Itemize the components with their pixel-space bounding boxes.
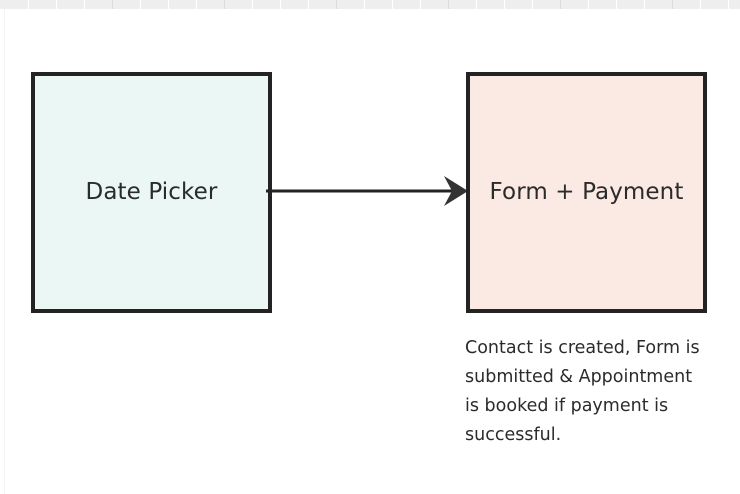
ruler-tick [392, 0, 393, 9]
ruler-tick [504, 0, 505, 9]
ruler-tick [364, 0, 365, 9]
ruler-tick [420, 0, 421, 9]
flowchart-node-form-payment[interactable]: Form + Payment [466, 72, 707, 313]
ruler-tick [112, 0, 113, 9]
ruler-tick [196, 0, 197, 9]
ruler-tick [168, 0, 169, 9]
flowchart-node-date-picker[interactable]: Date Picker [31, 72, 272, 313]
ruler-tick [56, 0, 57, 9]
ruler-tick [336, 0, 337, 9]
node-label-form-payment: Form + Payment [489, 178, 684, 205]
annotation-form-payment-note: Contact is created, Form is submitted & … [465, 338, 700, 445]
ruler-tick [84, 0, 85, 9]
ruler-tick [532, 0, 533, 9]
ruler-tick [280, 0, 281, 9]
ruler-tick [28, 0, 29, 9]
ruler-tick [252, 0, 253, 9]
ruler-tick [728, 0, 729, 9]
ruler-tick [476, 0, 477, 9]
ruler-tick [588, 0, 589, 9]
ruler-tick [560, 0, 561, 9]
arrowhead-icon [444, 176, 468, 206]
ruler-tick [700, 0, 701, 9]
ruler-tick [448, 0, 449, 9]
ruler-tick [672, 0, 673, 9]
flowchart-edge-date-picker-to-form-payment[interactable] [266, 160, 476, 222]
ruler-tick [644, 0, 645, 9]
node-label-date-picker: Date Picker [85, 178, 218, 205]
top-ruler-strip [0, 0, 740, 9]
left-guide-line [4, 9, 5, 494]
ruler-tick [616, 0, 617, 9]
ruler-tick [224, 0, 225, 9]
ruler-tick [140, 0, 141, 9]
ruler-tick [308, 0, 309, 9]
